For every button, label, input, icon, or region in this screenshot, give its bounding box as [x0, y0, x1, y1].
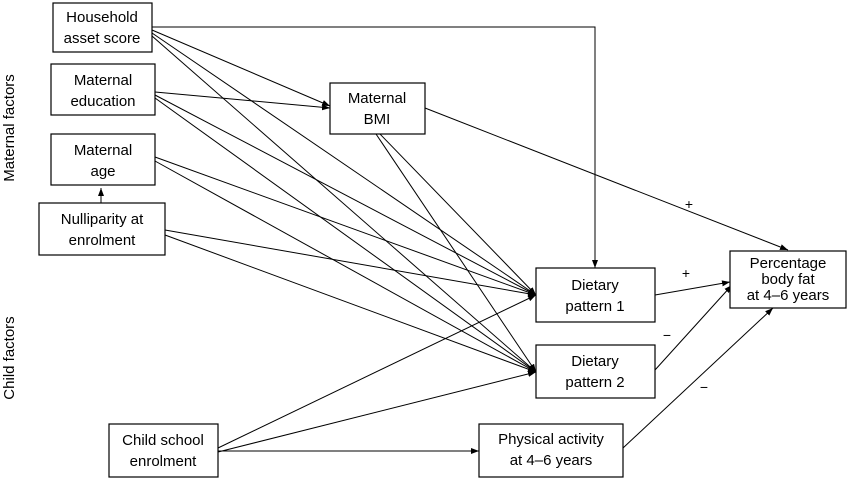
edge-bmi-diet2: [375, 133, 537, 373]
node-line: enrolment: [130, 453, 198, 470]
node-line: Dietary: [571, 353, 619, 370]
edge-nulliparity-diet1: [164, 229, 537, 297]
edge-education-diet2: [154, 97, 537, 373]
edge-household-bmi: [151, 29, 331, 107]
edge-education-diet1: [154, 94, 537, 296]
node-line: Household: [66, 9, 138, 26]
node-line: enrolment: [69, 232, 137, 249]
node-nulliparity: Nulliparity at enrolment: [38, 202, 166, 256]
edge-household-diet1-b: [151, 32, 537, 296]
sign-diet1-bodyfat: +: [682, 265, 690, 281]
node-dietary-pattern-2: Dietary pattern 2: [535, 344, 656, 399]
edge-school-diet2: [217, 371, 537, 453]
sign-activity-bodyfat: −: [700, 379, 708, 395]
edge-age-diet2: [154, 160, 537, 373]
node-line: pattern 1: [565, 298, 624, 315]
edge-household-diet2: [151, 35, 537, 373]
edge-nulliparity-diet2: [164, 234, 537, 373]
node-maternal-age: Maternal age: [50, 133, 156, 186]
edge-activity-bodyfat: [622, 307, 774, 449]
node-maternal-education: Maternal education: [50, 63, 156, 116]
edge-age-diet1: [154, 156, 537, 296]
edge-bmi-bodyfat: [424, 107, 789, 251]
node-line: Dietary: [571, 277, 619, 294]
node-physical-activity: Physical activity at 4–6 years: [478, 423, 624, 478]
sign-diet2-bodyfat: −: [663, 327, 671, 343]
sign-bmi-bodyfat: +: [685, 196, 693, 212]
node-dietary-pattern-1: Dietary pattern 1: [535, 267, 656, 323]
node-child-school-enrolment: Child school enrolment: [108, 423, 219, 478]
child-factors-label: Child factors: [1, 316, 18, 399]
node-line: education: [70, 93, 135, 110]
node-line: Physical activity: [498, 431, 604, 448]
node-line: Percentage: [750, 255, 827, 272]
node-line: Maternal: [74, 142, 132, 159]
node-line: Nulliparity at: [61, 211, 144, 228]
edge-diet2-bodyfat: [654, 284, 733, 371]
edges: [98, 26, 789, 454]
edge-school-diet1: [217, 294, 537, 449]
node-household-asset-score: Household asset score: [52, 2, 153, 53]
node-percentage-body-fat: Percentage body fat at 4–6 years: [729, 250, 847, 309]
node-line: age: [90, 163, 115, 180]
node-line: Maternal: [348, 90, 406, 107]
node-line: Maternal: [74, 72, 132, 89]
node-line: pattern 2: [565, 374, 624, 391]
edge-education-bmi: [154, 91, 331, 111]
edge-diet1-bodyfat: [654, 280, 731, 296]
node-line: asset score: [64, 30, 141, 47]
node-line: body fat: [761, 271, 815, 288]
node-line: BMI: [364, 111, 391, 128]
edge-household-diet1: [152, 26, 598, 268]
node-line: at 4–6 years: [510, 452, 593, 469]
edge-bmi-diet1: [379, 133, 537, 296]
node-line: Child school: [122, 432, 204, 449]
node-maternal-bmi: Maternal BMI: [329, 82, 426, 135]
node-line: at 4–6 years: [747, 287, 830, 304]
maternal-factors-label: Maternal factors: [1, 74, 18, 182]
